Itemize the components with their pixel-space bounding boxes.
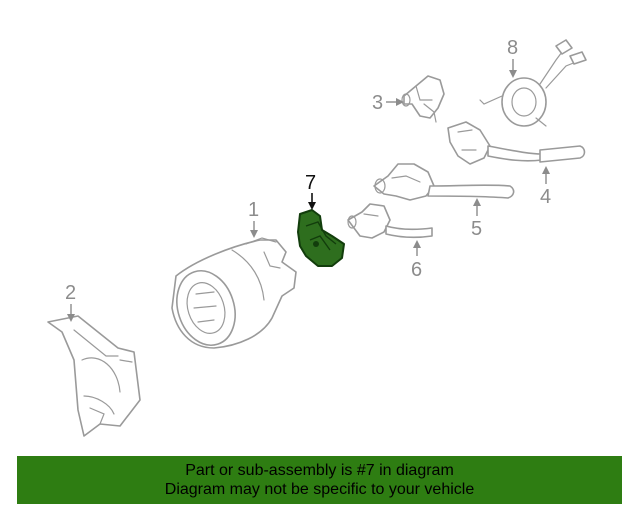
callout-2: 2	[65, 282, 76, 322]
part-3-switch	[401, 75, 445, 123]
callout-3: 3	[372, 92, 404, 114]
svg-text:1: 1	[248, 199, 259, 221]
part-2-bracket	[47, 315, 141, 437]
svg-text:8: 8	[507, 37, 518, 59]
part-6-lever	[347, 203, 433, 239]
part-7-highlighted[interactable]	[297, 209, 345, 267]
part-1-column-housing	[171, 237, 297, 349]
part-5-switch	[373, 163, 515, 201]
callout-7: 7	[305, 172, 316, 210]
svg-text:5: 5	[471, 218, 482, 240]
callout-8: 8	[507, 37, 518, 78]
svg-text:4: 4	[540, 186, 551, 208]
caption-line-1: Part or sub-assembly is #7 in diagram	[185, 462, 454, 479]
caption-text-block: Part or sub-assembly is #7 in diagram Di…	[17, 456, 622, 504]
svg-text:3: 3	[372, 92, 383, 114]
callout-5: 5	[471, 198, 482, 240]
callout-1: 1	[248, 199, 259, 238]
callout-4: 4	[540, 166, 551, 208]
svg-text:2: 2	[65, 282, 76, 304]
caption-line-2: Diagram may not be specific to your vehi…	[164, 481, 475, 498]
part-8-clockspring	[479, 39, 587, 127]
part-4-lever	[447, 121, 586, 165]
caption-banner	[17, 456, 622, 504]
svg-text:7: 7	[305, 172, 316, 194]
svg-text:6: 6	[411, 259, 422, 281]
callout-6: 6	[411, 240, 422, 281]
